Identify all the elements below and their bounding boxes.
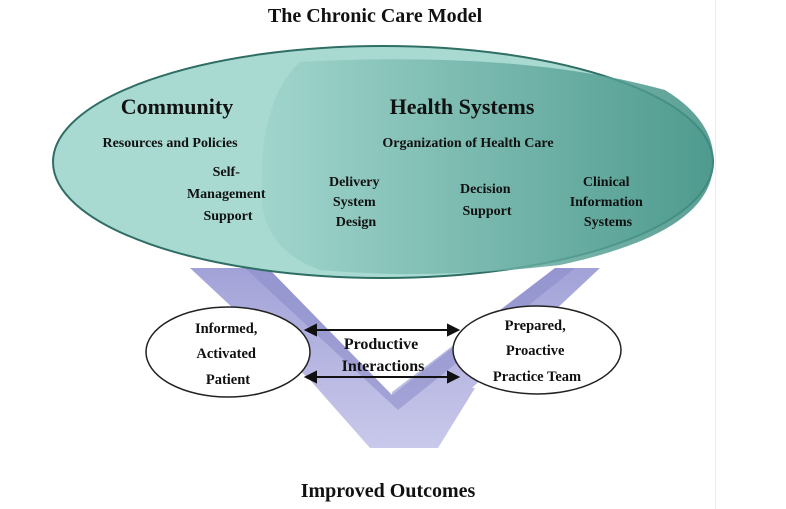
team-line: Proactive [506, 343, 565, 359]
right-margin-divider [715, 0, 786, 509]
team-line: Practice Team [493, 369, 581, 385]
health-systems-heading: Health Systems [390, 94, 535, 119]
health-systems-region [261, 59, 714, 274]
upper-arrowhead-left [303, 323, 317, 337]
health-systems-subheading: Organization of Health Care [382, 136, 553, 151]
clinical-information-systems-line: Clinical [583, 175, 630, 190]
diagram-title: The Chronic Care Model [268, 5, 483, 27]
delivery-system-design-line: Delivery [329, 175, 380, 190]
patient-line: Patient [206, 372, 250, 388]
decision-support-label: Decision Support [460, 182, 514, 219]
team-line: Prepared, [505, 318, 566, 334]
productive-interactions-line: Productive [344, 336, 418, 353]
clinical-information-systems-label: Clinical Information Systems [570, 175, 647, 230]
convergence-arrow-shadow [245, 268, 575, 410]
self-management-support-line: Self- [213, 165, 241, 180]
decision-support-line: Support [462, 204, 511, 219]
self-management-support-line: Management [187, 187, 266, 202]
patient-line: Informed, [195, 321, 258, 337]
decision-support-line: Decision [460, 182, 511, 197]
productive-interactions-line: Interactions [342, 358, 425, 375]
clinical-information-systems-line: Information [570, 195, 643, 210]
patient-ellipse [145, 306, 311, 398]
upper-arrowhead-right [447, 323, 461, 337]
productive-interactions-label: Productive Interactions [342, 336, 425, 375]
community-subheading: Resources and Policies [102, 136, 238, 151]
interaction-arrows [303, 323, 461, 384]
delivery-system-design-line: System [333, 195, 376, 210]
lower-arrowhead-left [303, 370, 317, 384]
improved-outcomes-label: Improved Outcomes [301, 480, 476, 502]
patient-label: Informed, Activated Patient [195, 321, 261, 388]
team-ellipse [452, 305, 622, 395]
self-management-support-label: Self- Management Support [187, 165, 269, 224]
delivery-system-design-line: Design [336, 215, 377, 230]
self-management-support-line: Support [203, 209, 252, 224]
team-label: Prepared, Proactive Practice Team [493, 318, 581, 385]
delivery-system-design-label: Delivery System Design [329, 175, 383, 230]
community-heading: Community [121, 94, 233, 119]
patient-line: Activated [196, 346, 256, 362]
clinical-information-systems-line: Systems [584, 215, 633, 230]
lower-arrowhead-right [447, 370, 461, 384]
